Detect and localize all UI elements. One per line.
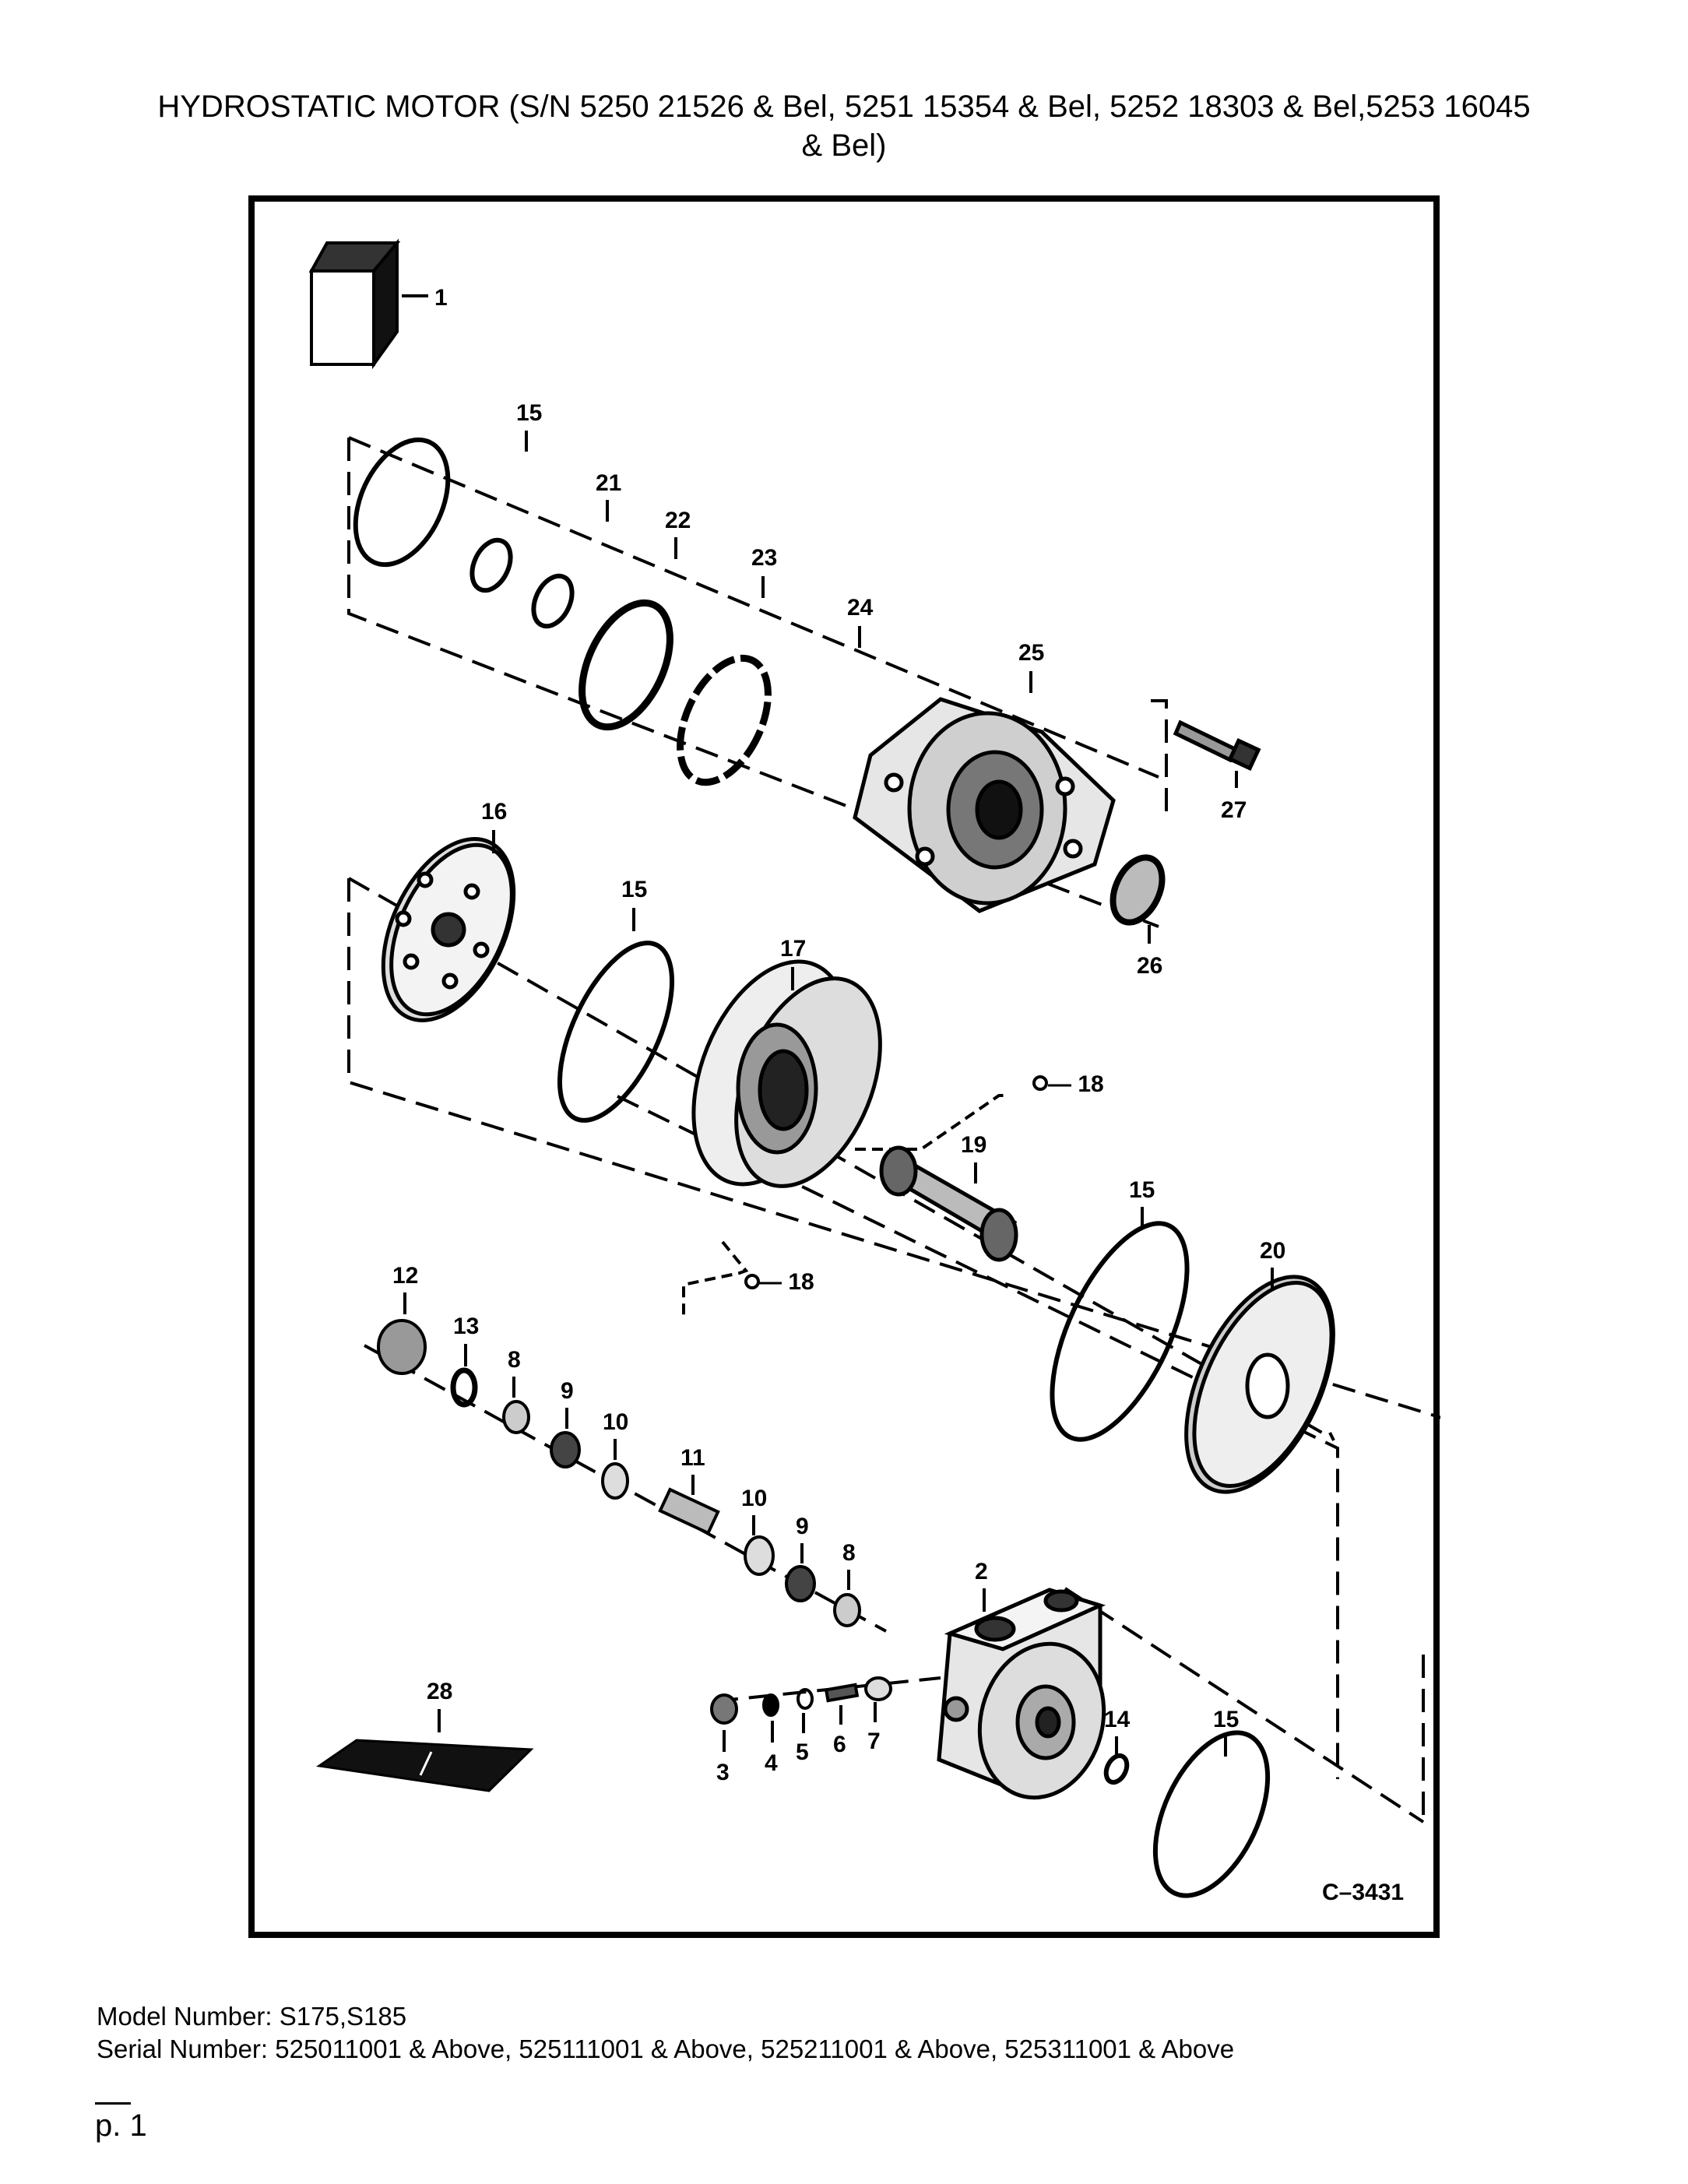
callout-18-upper: — 18: [1048, 1071, 1104, 1097]
callout-23: 23: [751, 545, 777, 571]
diagram-canvas: 1 15 21 22 23 24 25 27 26 16 15 17 — 18 …: [248, 195, 1440, 1938]
callout-4: 4: [765, 1750, 778, 1776]
callout-12: 12: [392, 1263, 418, 1289]
spring-9a: [550, 1431, 581, 1468]
callout-19: 19: [961, 1132, 986, 1158]
ring-5: [797, 1688, 814, 1710]
callout-15-lower: 15: [1129, 1177, 1155, 1203]
seal-ring-15-bottom: [1152, 1730, 1271, 1898]
callout-24: 24: [847, 595, 874, 621]
seal-ring-15-middle: [557, 941, 675, 1123]
model-number-line: Model Number: S175,S185: [97, 2002, 407, 2031]
page-title: HYDROSTATIC MOTOR (S/N 5250 21526 & Bel,…: [0, 87, 1688, 165]
callout-9-b: 9: [796, 1514, 809, 1539]
relief-parts-row: [710, 1676, 892, 1725]
spool-11: [658, 1487, 720, 1535]
callout-13: 13: [453, 1314, 479, 1339]
callout-2: 2: [975, 1559, 988, 1584]
callout-26: 26: [1137, 953, 1162, 979]
callout-8-b: 8: [842, 1540, 856, 1566]
seal-14: [1103, 1753, 1130, 1785]
callout-16: 16: [481, 799, 507, 825]
end-cover-25: [853, 697, 1116, 913]
seal-22: [531, 573, 575, 629]
callout-10-b: 10: [741, 1486, 767, 1511]
callout-8-a: 8: [508, 1347, 521, 1373]
drawing-code: C–3431: [1322, 1880, 1404, 1905]
callout-20: 20: [1260, 1238, 1285, 1264]
seal-ring-15-top: [353, 437, 451, 568]
callout-18-lower: — 18: [758, 1269, 814, 1295]
valve-housing-2: [937, 1588, 1106, 1800]
seal-4: [762, 1693, 779, 1717]
plate-20: [1184, 1275, 1335, 1494]
callout-27: 27: [1221, 797, 1247, 823]
callout-3: 3: [716, 1760, 730, 1785]
seal-13: [450, 1367, 478, 1408]
spring-6: [824, 1683, 860, 1703]
callout-5: 5: [796, 1739, 809, 1765]
callout-17: 17: [780, 936, 806, 962]
shaft-seal-26: [1110, 854, 1166, 926]
title-line-1: HYDROSTATIC MOTOR (S/N 5250 21526 & Bel,…: [157, 90, 1531, 124]
callout-22: 22: [665, 508, 691, 533]
callout-15-top: 15: [516, 400, 542, 426]
pin-18-lower: [744, 1274, 760, 1289]
seal-kit-box: [308, 238, 428, 370]
callout-9-a: 9: [561, 1378, 574, 1404]
pin-leader-upper: [855, 1094, 1007, 1151]
housing-axis-line: [1064, 1587, 1425, 1824]
inner-frame-line: [250, 197, 1438, 1936]
callout-6: 6: [833, 1732, 846, 1757]
seal-ring-15-lower: [1050, 1221, 1190, 1442]
callout-15-middle: 15: [621, 877, 647, 902]
spacer-8b: [833, 1593, 861, 1627]
callout-7: 7: [867, 1729, 881, 1754]
exploded-parts-diagram: 1 15 21 22 23 24 25 27 26 16 15 17 — 18 …: [248, 195, 1440, 1939]
decal-28: [316, 1739, 534, 1792]
upper-axis-line: [348, 436, 1159, 779]
seal-21: [469, 537, 513, 593]
plate-16: [381, 837, 516, 1022]
backup-ring-23: [578, 599, 673, 731]
right-dashed-bracket: [617, 1095, 1339, 1779]
callout-1: 1: [434, 285, 448, 311]
plug-3: [710, 1693, 738, 1725]
middle-axis-end: [1328, 1432, 1335, 1441]
serial-number-line: Serial Number: 525011001 & Above, 525111…: [97, 2035, 1235, 2063]
bolt-27: [1173, 719, 1261, 772]
pin-18-upper: [1032, 1075, 1048, 1091]
callout-21: 21: [596, 470, 621, 496]
outer-frame-line: [248, 195, 1440, 1938]
bolt-bracket: [1151, 699, 1168, 821]
callout-14: 14: [1104, 1707, 1131, 1732]
callout-15-bottom: 15: [1213, 1707, 1239, 1732]
ball-10a: [601, 1462, 629, 1500]
poppet-7: [864, 1676, 892, 1701]
spring-9b: [785, 1565, 816, 1602]
ball-10b: [744, 1535, 775, 1576]
page-number: p. 1: [95, 2108, 147, 2143]
callout-11: 11: [680, 1445, 705, 1471]
title-line-2: & Bel): [801, 128, 887, 163]
spacer-8a: [502, 1400, 530, 1434]
callout-25: 25: [1018, 640, 1044, 666]
plug-12: [377, 1319, 427, 1375]
callout-leaders: [403, 431, 1274, 1757]
valve-parts-row: [377, 1319, 861, 1627]
page-number-rule: [95, 2102, 131, 2105]
pin-leader-lower: [682, 1240, 749, 1316]
callout-10-a: 10: [603, 1409, 628, 1435]
gerotor-17: [691, 959, 882, 1188]
drive-shaft-19: [879, 1145, 1018, 1262]
callout-28: 28: [427, 1679, 452, 1704]
backup-ring-24: [677, 654, 772, 786]
